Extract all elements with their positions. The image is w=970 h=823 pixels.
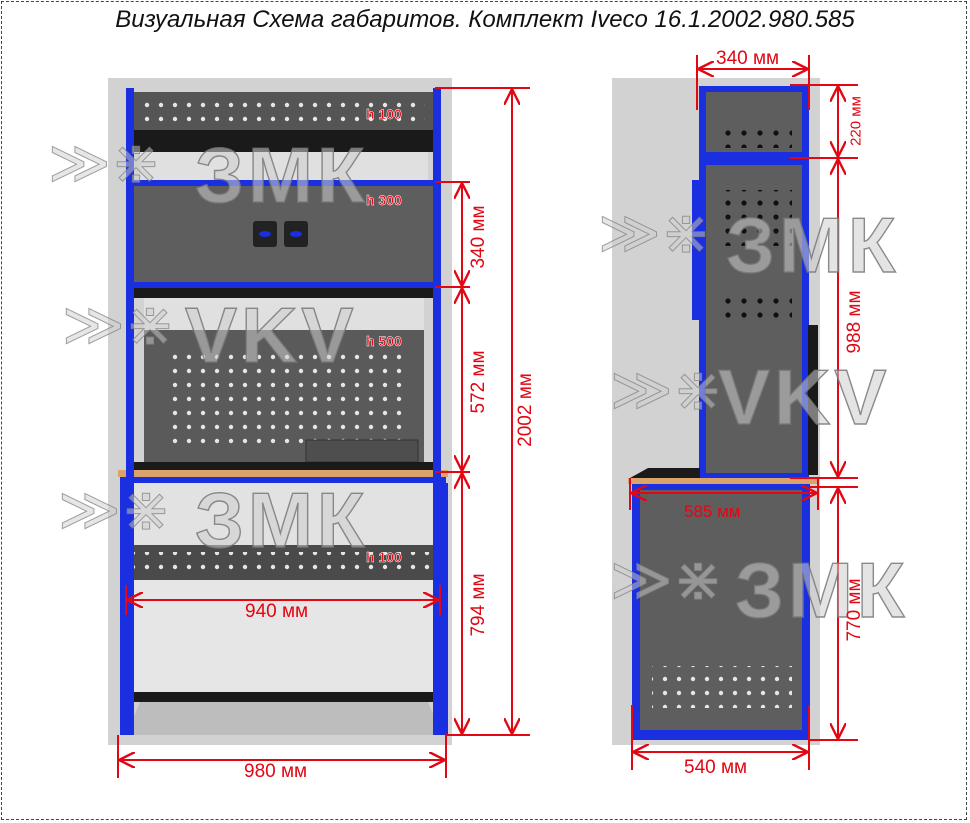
front-right-upright — [433, 88, 441, 735]
side-view — [612, 78, 820, 745]
dim-770: 770 мм — [844, 578, 865, 642]
dim-572: 572 мм — [468, 350, 489, 414]
watermark-arrows: ≫⋇ — [61, 291, 176, 359]
module-label-h100-top: h 100 — [366, 106, 402, 123]
watermark-zmk-3: ЗМК — [725, 200, 900, 289]
watermark-zmk-4: ЗМК — [734, 545, 909, 634]
watermark-arrows: ≫⋇ — [609, 546, 724, 614]
page-title: Визуальная Схема габаритов. Комплект Ive… — [115, 6, 855, 33]
front-module-h300 — [128, 186, 439, 282]
dim-940: 940 мм — [245, 601, 309, 622]
module-label-h500: h 500 — [366, 333, 402, 350]
watermark-zmk-2: ЗМК — [194, 475, 369, 564]
dim-988: 988 мм — [844, 290, 865, 354]
dim-585: 585 мм — [684, 502, 741, 521]
side-dimensions — [629, 55, 858, 770]
front-dimensions — [117, 87, 530, 778]
module-label-h300: h 300 — [366, 192, 402, 209]
front-left-upright — [126, 88, 134, 735]
dim-2002: 2002 мм — [515, 373, 536, 447]
module-label-h100-bottom: h 100 — [366, 549, 402, 566]
dim-340-depth: 340 мм — [716, 48, 780, 69]
side-worktop — [628, 478, 818, 484]
dim-220: 220 мм — [847, 96, 865, 146]
watermark-zmk-1: ЗМК — [194, 130, 369, 219]
dim-340: 340 мм — [468, 205, 489, 269]
front-worktop — [118, 470, 448, 477]
watermark-arrows: ≫⋇ — [47, 129, 162, 197]
watermark-vkv-1: VKV — [184, 290, 358, 379]
dim-540: 540 мм — [684, 757, 748, 778]
dim-980: 980 мм — [244, 761, 308, 782]
watermark-arrows: ≫⋇ — [57, 476, 172, 544]
watermark-arrows: ≫⋇ — [597, 199, 712, 267]
dim-794: 794 мм — [468, 573, 489, 637]
watermark-vkv-2: VKV — [717, 352, 891, 441]
watermark-arrows: ≫⋇ — [609, 356, 724, 424]
